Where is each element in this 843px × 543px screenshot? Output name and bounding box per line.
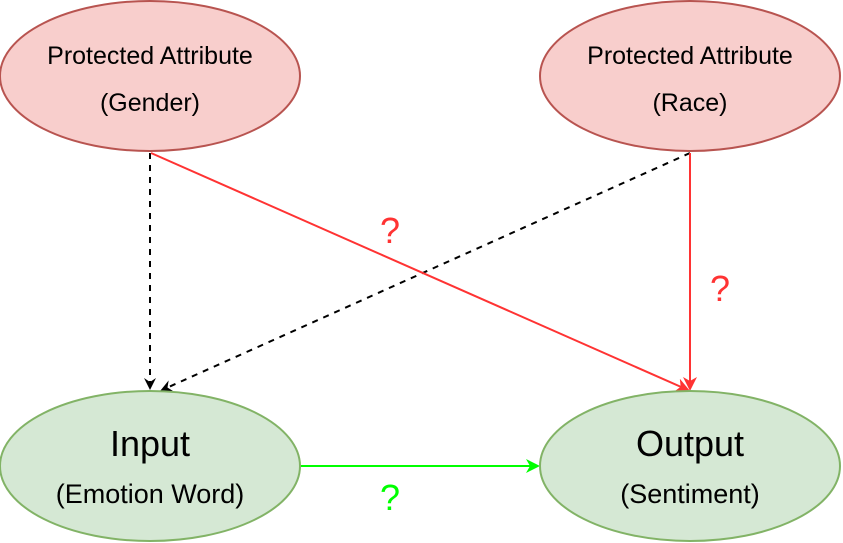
race-line2: (Race) (652, 89, 727, 117)
question-mark-input-output: ? (380, 477, 400, 518)
node-input (0, 390, 301, 542)
gender-line2: (Gender) (100, 89, 200, 117)
input-line2: (Emotion Word) (56, 479, 245, 509)
output-line2: (Sentiment) (620, 479, 760, 509)
gender-line1: Protected Attribute (47, 42, 253, 70)
question-mark-gender-output: ? (380, 210, 400, 251)
output-line1: Output (636, 423, 744, 464)
node-output (539, 390, 841, 542)
node-gender (0, 0, 301, 152)
edge-race-to-input (160, 152, 691, 392)
race-line1: Protected Attribute (587, 42, 793, 70)
question-mark-race-output: ? (710, 268, 730, 309)
input-line1: Input (110, 423, 190, 464)
edge-gender-to-output (150, 152, 690, 392)
node-race (539, 0, 841, 152)
